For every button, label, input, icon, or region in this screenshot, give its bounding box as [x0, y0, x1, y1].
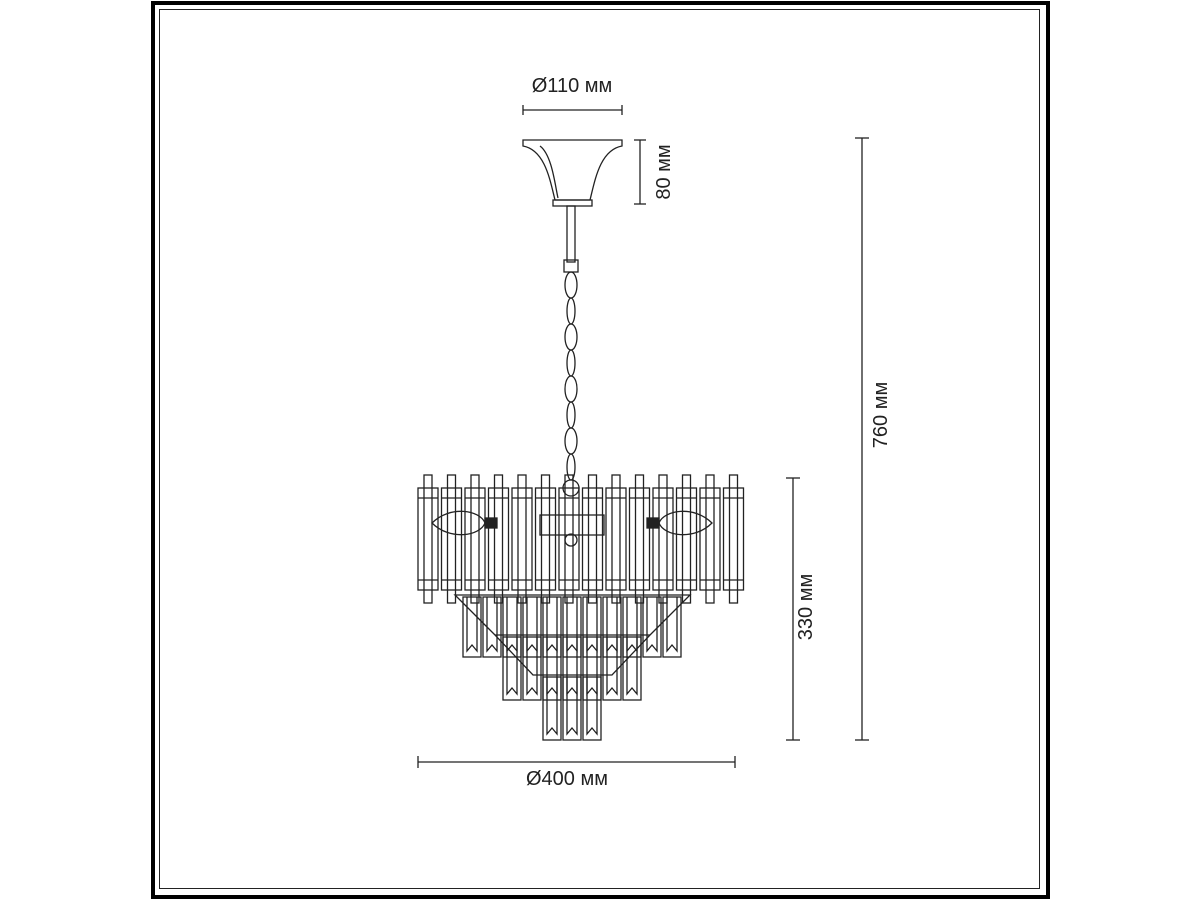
dimension-canopy-diameter: Ø110 мм: [522, 75, 623, 115]
chain-link: [566, 349, 576, 377]
hanging-crystal: [502, 636, 522, 701]
body-height-label: 330 мм: [795, 574, 817, 640]
crystal-rod: [493, 474, 504, 604]
hanging-crystal: [502, 596, 522, 658]
crystal-facet: [506, 597, 518, 653]
crystal-rod-band: [628, 487, 651, 591]
dimension-canopy-height: 80 мм: [634, 139, 675, 205]
canopy-height-label: 80 мм: [653, 144, 675, 199]
hanging-crystal: [602, 596, 622, 658]
crystal-rod: [705, 474, 715, 604]
chain-link: [564, 271, 578, 299]
socket-right: [646, 517, 660, 529]
hanging-crystal: [582, 596, 602, 658]
hanging-crystal: [542, 596, 562, 658]
crystal-rod-band: [487, 487, 510, 591]
crystal-rod-band: [558, 487, 580, 591]
crystal-facet: [526, 597, 538, 653]
chain-link: [566, 401, 576, 429]
crystal-rod: [423, 474, 433, 604]
crystal-rod: [611, 474, 621, 604]
hanging-crystal: [642, 596, 662, 658]
crystal-facet: [566, 597, 578, 653]
crystal-rod-band: [699, 487, 721, 591]
crystal-rod-band: [464, 487, 486, 591]
crystal-facet: [486, 597, 498, 653]
crystal-rod: [634, 474, 645, 604]
crystal-facet: [626, 637, 638, 696]
hanging-crystal: [542, 676, 562, 741]
canopy: [522, 139, 623, 207]
crystal-rod: [658, 474, 668, 604]
crystal-facet: [646, 597, 658, 653]
crystal-rod-band: [534, 487, 557, 591]
hanging-crystal: [562, 676, 582, 741]
crystal-rod: [587, 474, 598, 604]
hanging-crystal: [582, 636, 602, 701]
crystal-rod-band: [417, 487, 439, 591]
chain-link: [564, 323, 578, 351]
crystal-rod: [470, 474, 480, 604]
crystal-rod: [446, 474, 457, 604]
socket-left: [484, 517, 498, 529]
chain-link: [566, 297, 576, 325]
crystal-facet: [606, 637, 618, 696]
drawing-frame-outer: [151, 1, 1050, 899]
crystal-facet: [566, 637, 578, 696]
crystal-facet: [586, 597, 598, 653]
crystal-rod: [517, 474, 527, 604]
dimension-total-height: 760 мм: [855, 137, 892, 741]
chain: [562, 271, 580, 497]
crystal-rod-band: [722, 487, 745, 591]
hanging-crystal: [482, 596, 502, 658]
total-height-label: 760 мм: [870, 382, 892, 448]
crystal-rod: [540, 474, 551, 604]
suspension-rod: [563, 205, 579, 273]
dimension-body-diameter: Ø400 мм: [417, 756, 736, 790]
drawing-frame-inner: [159, 9, 1040, 889]
hanging-crystal: [582, 676, 602, 741]
hanging-crystal: [622, 636, 642, 701]
chain-link: [564, 427, 578, 455]
crystal-facet: [626, 597, 638, 653]
crystal-facet: [546, 637, 558, 696]
crystal-facet: [606, 597, 618, 653]
crystal-facet: [546, 597, 558, 653]
canopy-diameter-label: Ø110 мм: [532, 75, 613, 97]
crystal-rod-band: [675, 487, 698, 591]
crystal-rod-band: [605, 487, 627, 591]
dimension-body-height: 330 мм: [786, 477, 817, 741]
crystal-rod-band: [652, 487, 674, 591]
center-knob: [564, 533, 578, 547]
hanging-crystal: [522, 596, 542, 658]
chain-link: [564, 375, 578, 403]
crystal-rod: [681, 474, 692, 604]
chandelier-body: [417, 474, 745, 741]
hanging-crystal: [462, 596, 482, 658]
hanging-crystal: [562, 636, 582, 701]
crystal-facet: [466, 597, 478, 653]
crystal-rod: [728, 474, 739, 604]
body-diameter-label: Ø400 мм: [526, 768, 608, 790]
crystal-rod-band: [440, 487, 463, 591]
crystal-facet: [566, 677, 578, 736]
hanging-crystal: [522, 636, 542, 701]
hanging-crystal: [602, 636, 622, 701]
crystal-facet: [546, 677, 558, 736]
crystal-rod-band: [511, 487, 533, 591]
hanging-crystal: [662, 596, 682, 658]
crystal-facet: [526, 637, 538, 696]
bulb-left: [431, 510, 486, 536]
crystal-facet: [586, 637, 598, 696]
chain-link: [566, 453, 576, 481]
crystal-rod-band: [581, 487, 604, 591]
crystal-facet: [666, 597, 678, 653]
hanging-crystal: [542, 636, 562, 701]
center-hub: [539, 514, 605, 536]
hanging-crystal: [622, 596, 642, 658]
crystal-facet: [506, 637, 518, 696]
crystal-facet: [586, 677, 598, 736]
hanging-crystal: [562, 596, 582, 658]
